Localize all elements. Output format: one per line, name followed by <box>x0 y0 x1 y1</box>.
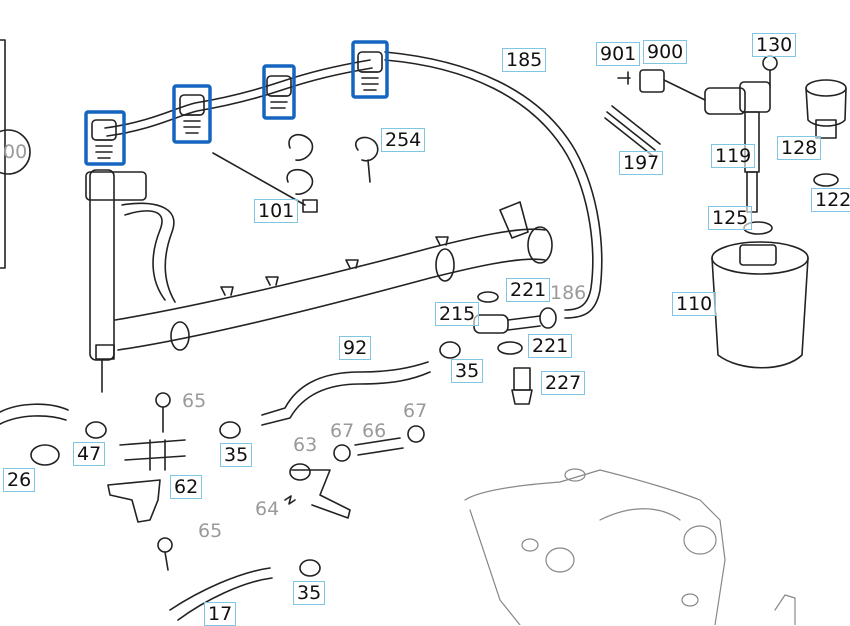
part-label-92[interactable]: 92 <box>339 336 372 360</box>
engine-housing <box>464 468 796 625</box>
clamp-35-lower <box>299 559 321 577</box>
fuel-rail-tube <box>104 59 373 137</box>
part-label-128[interactable]: 128 <box>777 136 822 160</box>
part-label-17[interactable]: 17 <box>204 602 237 626</box>
part-label-125[interactable]: 125 <box>708 206 753 230</box>
part-label-26[interactable]: 26 <box>3 468 36 492</box>
pipe-66 <box>333 425 425 462</box>
part-label-119[interactable]: 119 <box>711 144 756 168</box>
part-label-221[interactable]: 221 <box>506 278 551 302</box>
hose-92 <box>261 361 431 426</box>
part-label-197[interactable]: 197 <box>619 151 664 175</box>
hose-17 <box>169 567 273 621</box>
highlight-injector-1 <box>84 110 126 166</box>
hose-26 <box>0 403 69 466</box>
clamp-35-upper <box>439 341 461 359</box>
sensor-101 <box>212 152 318 213</box>
part-label-227[interactable]: 227 <box>541 371 586 395</box>
part-label-186[interactable]: 186 <box>550 282 587 304</box>
highlight-injector-4 <box>351 40 389 99</box>
bolt-65-lower <box>157 537 173 571</box>
part-label-35[interactable]: 35 <box>451 359 484 383</box>
clamp-35-middle <box>219 421 241 439</box>
banjo-fitting-215 <box>473 291 541 334</box>
highlight-group <box>84 40 389 166</box>
part-label-900[interactable]: 900 <box>643 40 688 64</box>
injector-connector-2 <box>179 94 205 134</box>
fuel-filter-110 <box>711 241 809 369</box>
part-label-35[interactable]: 35 <box>293 581 326 605</box>
part-label-254[interactable]: 254 <box>381 128 426 152</box>
injector-connector-3 <box>266 75 292 109</box>
part-label-67[interactable]: 67 <box>330 420 355 442</box>
spring-64 <box>284 495 296 505</box>
bolt-65-upper <box>155 392 171 433</box>
seal-221-upper <box>539 307 557 329</box>
clip-254 <box>355 136 379 183</box>
part-label-185[interactable]: 185 <box>502 48 547 72</box>
filter-cap-128 <box>805 79 847 139</box>
part-label-65[interactable]: 65 <box>198 520 223 542</box>
part-label-47[interactable]: 47 <box>73 442 106 466</box>
sensor-assembly-119 <box>617 69 771 213</box>
clamp-47 <box>85 421 107 439</box>
seal-221-lower <box>497 341 523 355</box>
bracket-63 <box>289 463 351 519</box>
part-label-101[interactable]: 101 <box>254 199 299 223</box>
part-label-35[interactable]: 35 <box>220 443 253 467</box>
hose-clip-upper <box>286 133 314 195</box>
highlight-injector-3 <box>262 64 296 120</box>
injector-body <box>85 169 147 393</box>
o-ring-122 <box>813 173 839 187</box>
left-callout-circle <box>0 129 31 175</box>
return-hose-185 <box>384 51 603 319</box>
part-label-130[interactable]: 130 <box>752 33 797 57</box>
highlight-injector-2 <box>172 84 212 144</box>
tee-fitting-62 <box>107 439 186 523</box>
left-panel-edge <box>0 39 6 269</box>
part-label-67[interactable]: 67 <box>403 400 428 422</box>
common-rail <box>114 201 553 351</box>
injector-connector-4 <box>357 51 383 91</box>
injector-connector-1 <box>91 119 117 159</box>
part-label-122[interactable]: 122 <box>811 188 850 212</box>
part-label-215[interactable]: 215 <box>435 302 480 326</box>
part-label-110[interactable]: 110 <box>672 292 717 316</box>
part-label-62[interactable]: 62 <box>170 475 203 499</box>
part-label-66[interactable]: 66 <box>362 420 387 442</box>
part-label-64[interactable]: 64 <box>255 498 280 520</box>
part-label-901[interactable]: 901 <box>596 42 641 66</box>
banjo-bolt-227 <box>511 367 533 405</box>
hose-197 <box>604 105 661 157</box>
part-label-221[interactable]: 221 <box>528 334 573 358</box>
part-label-00[interactable]: 00 <box>3 141 28 163</box>
part-label-63[interactable]: 63 <box>293 434 318 456</box>
part-label-65[interactable]: 65 <box>182 390 207 412</box>
